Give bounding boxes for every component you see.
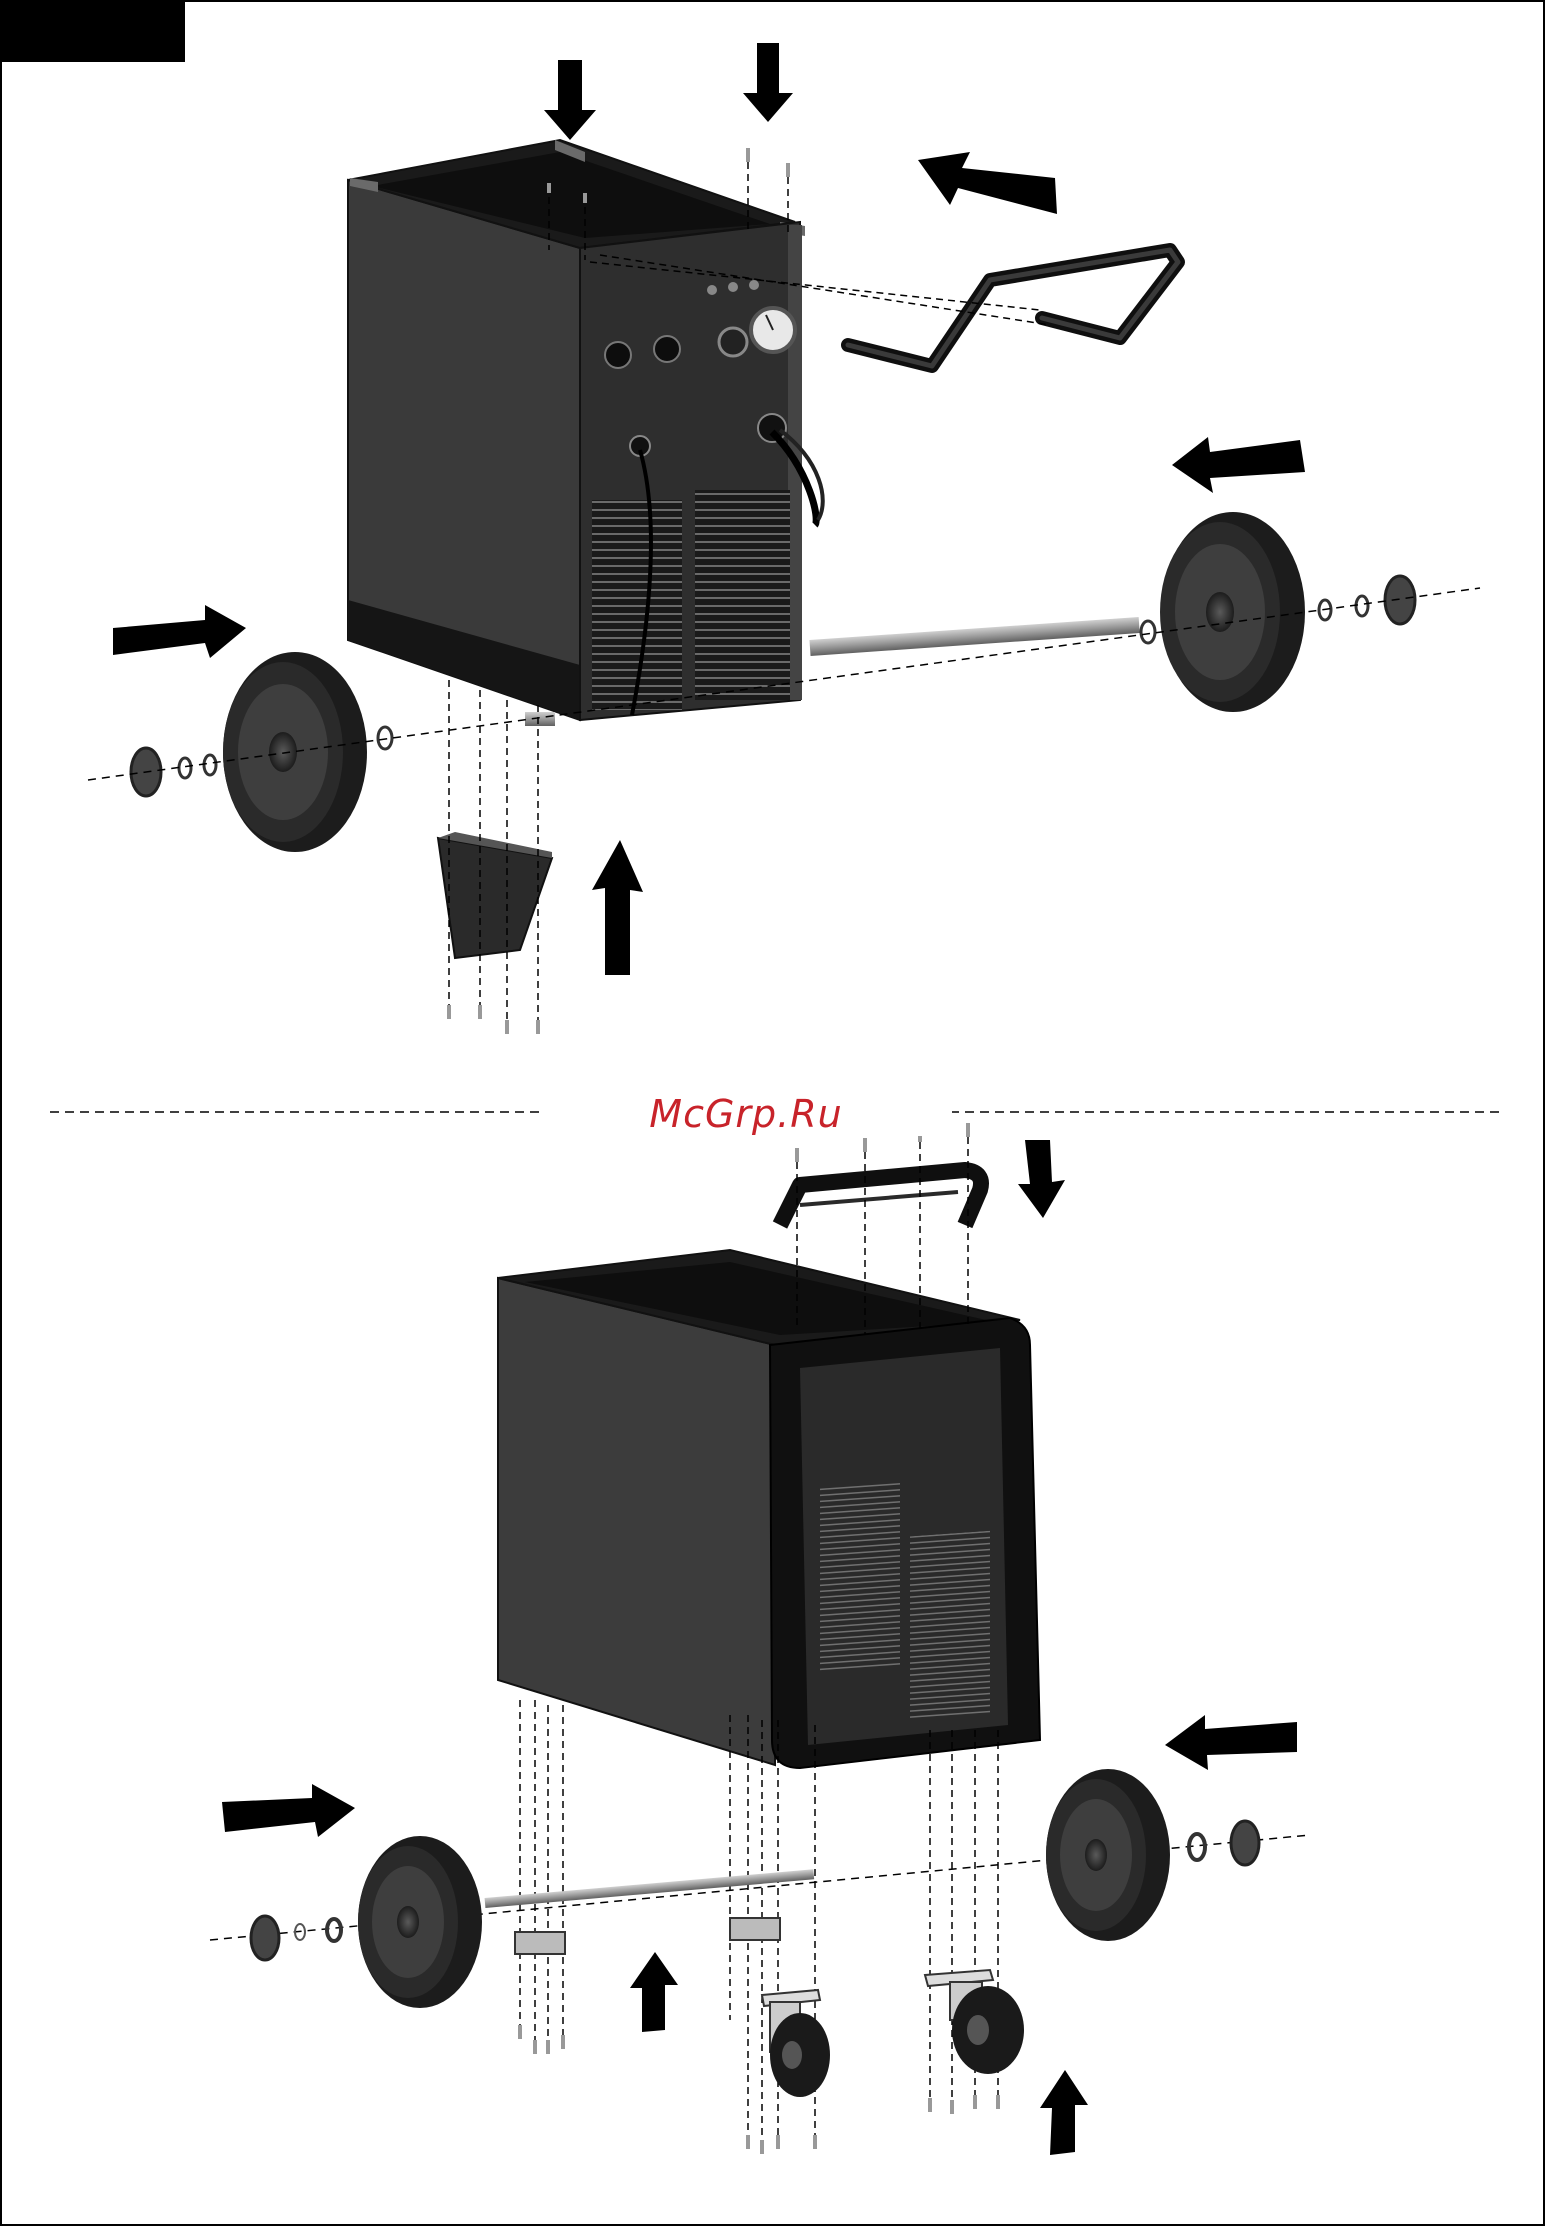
front-handle-and-caster-assembly: [210, 1123, 1310, 2155]
caster-icon: [925, 1970, 1024, 2074]
washer-icon: [1141, 621, 1155, 643]
hub-cap-icon: [1385, 576, 1415, 624]
bracket-icon: [438, 832, 552, 958]
caster-icon: [762, 1990, 830, 2097]
welder-body-top: [348, 140, 823, 720]
wheel-icon: [1160, 512, 1305, 712]
washer-icon: [327, 1919, 341, 1941]
axle: [485, 1869, 815, 1908]
vent-grille: [820, 1482, 900, 1673]
washer-icon: [204, 755, 216, 775]
washer-icon: [1356, 596, 1368, 616]
washer-icon: [179, 758, 191, 778]
knob-icon: [605, 342, 631, 368]
handle-icon: [848, 250, 1178, 366]
hub-cap-icon: [1231, 1821, 1259, 1865]
wheel-icon: [1046, 1769, 1170, 1941]
hub-cap-icon: [251, 1916, 279, 1960]
knob-icon: [654, 336, 680, 362]
washer-icon: [378, 727, 392, 749]
axle: [809, 617, 1139, 656]
wheel-icon: [358, 1836, 482, 2008]
rear-wheel-assembly: [88, 43, 1480, 1034]
wheel-icon: [223, 652, 367, 852]
knob-icon: [719, 328, 747, 356]
watermark: McGrp.Ru: [540, 1092, 952, 1136]
vent-grille: [910, 1531, 990, 1722]
welder-body-bottom: [498, 1250, 1040, 1768]
vent-grille: [695, 490, 790, 700]
handle-icon: [780, 1170, 981, 1225]
